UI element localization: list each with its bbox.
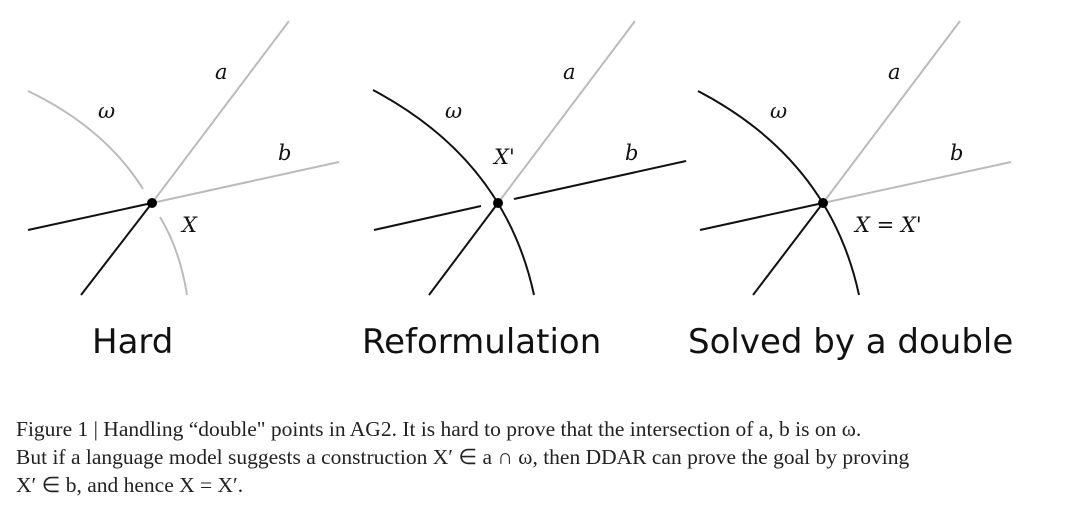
point-x-prime	[493, 198, 503, 208]
panel-title-reformulation: Reformulation	[362, 322, 602, 362]
label-x-equals-x-prime: X = X'	[853, 213, 922, 237]
label-a: a	[215, 60, 228, 84]
label-a: a	[563, 60, 576, 84]
label-x-prime: X'	[492, 145, 515, 169]
label-omega: ω	[98, 99, 115, 123]
arc-omega	[372, 89, 535, 296]
segment-left	[699, 202, 824, 231]
label-b: b	[278, 141, 291, 165]
caption-line-1: Figure 1 | Handling “double" points in A…	[16, 417, 862, 441]
line-b	[822, 161, 1012, 204]
panel-solved: a ω b X = X'	[697, 20, 1012, 296]
label-omega: ω	[770, 99, 787, 123]
segment-lower	[80, 202, 153, 296]
panel-reformulation: a ω b X'	[372, 20, 687, 296]
segment-lower	[428, 202, 499, 296]
label-omega: ω	[445, 99, 462, 123]
panel-hard: a ω b X	[27, 20, 340, 296]
panel-title-hard: Hard	[92, 322, 174, 362]
label-b: b	[950, 141, 963, 165]
line-a	[497, 20, 636, 204]
caption-line-3: X′ ∈ b, and hence X = X′.	[16, 473, 244, 497]
line-a	[822, 20, 961, 204]
arc-omega-lower	[159, 216, 188, 296]
line-b	[513, 160, 687, 200]
segment-lower	[752, 202, 824, 296]
arc-omega	[697, 90, 860, 296]
label-b: b	[625, 141, 638, 165]
arc-omega-upper	[27, 90, 144, 190]
segment-left	[373, 205, 482, 231]
figure-diagrams: a ω b X a ω b X' a ω b X = X'	[27, 20, 1012, 296]
line-a	[151, 20, 290, 204]
point-x	[147, 198, 157, 208]
label-a: a	[888, 60, 901, 84]
caption-line-2: But if a language model suggests a const…	[16, 445, 910, 469]
segment-left	[27, 202, 153, 231]
panel-title-solved: Solved by a double	[688, 322, 1014, 362]
label-x: X	[180, 213, 198, 237]
point-x	[818, 198, 828, 208]
line-b	[151, 161, 340, 204]
